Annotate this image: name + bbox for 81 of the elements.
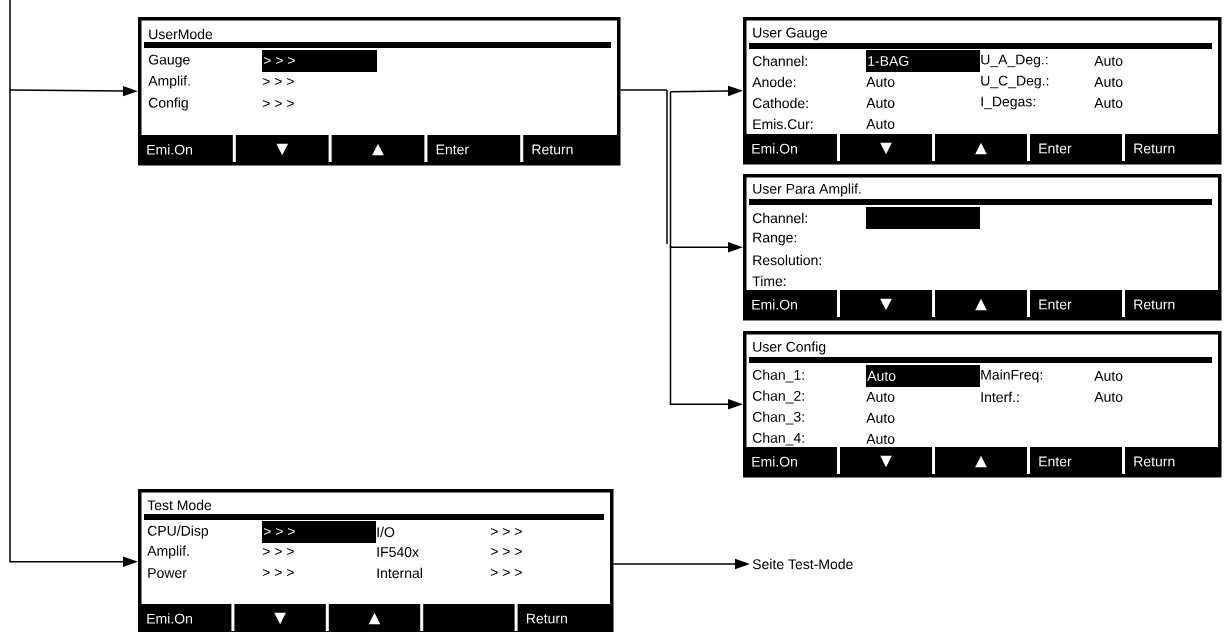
- field-text: Range:: [753, 232, 797, 246]
- connector-line: [666, 89, 668, 245]
- highlighted-field: > > >: [262, 50, 377, 72]
- field-text: > > >: [490, 547, 522, 556]
- field-text: Interf.:: [981, 391, 1019, 403]
- softkey-button: ▼: [840, 290, 932, 317]
- softkey-button: Enter: [1030, 134, 1122, 161]
- field-text: Auto: [866, 119, 895, 129]
- field-text: Auto: [866, 392, 895, 402]
- softkey-button: ▲: [935, 134, 1027, 161]
- field-text: Resolution:: [753, 254, 821, 266]
- field-text: Config: [148, 97, 188, 111]
- softkey-button: ▼: [840, 447, 932, 474]
- connector-line: [619, 89, 668, 91]
- field-text: Time:: [752, 275, 786, 287]
- field-text: Auto: [1094, 56, 1123, 66]
- field-text: Gauge: [148, 54, 190, 68]
- softkey-button: ▼: [840, 134, 932, 161]
- field-text: Auto: [866, 77, 895, 87]
- softkey-button: Return: [1125, 290, 1218, 317]
- field-text: Auto: [1094, 77, 1123, 87]
- softkey-button: ▼: [234, 604, 326, 631]
- page-reference-text: Seite Test-Mode: [752, 558, 853, 570]
- field-text: U_A_Deg.:: [981, 54, 1048, 68]
- field-text: Chan_3:: [752, 411, 804, 425]
- connector-line: [9, 0, 11, 91]
- highlighted-field: 1-BAG: [866, 50, 980, 72]
- screen-title: User Para Amplif.: [753, 183, 861, 197]
- field-text: > > >: [262, 568, 294, 577]
- softkey-button: ▲: [331, 135, 425, 162]
- field-text: > > >: [262, 77, 294, 86]
- field-text: Amplif.: [147, 545, 189, 559]
- field-text: Channel:: [752, 55, 807, 67]
- field-text: > > >: [262, 99, 294, 108]
- field-text: > > >: [490, 527, 522, 536]
- field-text: Cathode:: [752, 97, 808, 109]
- field-text: Auto: [1094, 392, 1123, 402]
- highlighted-field: > > >: [262, 521, 376, 543]
- field-text: Auto: [866, 98, 895, 108]
- field-text: Chan_1:: [752, 369, 804, 383]
- field-text: Auto: [1094, 371, 1123, 381]
- softkey-button: Return: [1125, 134, 1218, 161]
- screen-title: User Gauge: [753, 27, 828, 41]
- field-text: Amplif.: [148, 75, 190, 89]
- field-text: MainFreq:: [981, 369, 1042, 383]
- softkey-button: Enter: [1030, 447, 1122, 474]
- field-text: Anode:: [752, 76, 796, 88]
- field-text: Chan_2:: [752, 390, 804, 404]
- softkey-button: Enter: [1030, 290, 1122, 317]
- softkey-button: ▲: [935, 447, 1027, 474]
- field-text: > > >: [490, 568, 522, 577]
- field-text: IF540x: [377, 547, 419, 557]
- softkey-button: Return: [523, 135, 617, 162]
- softkey-button: Enter: [427, 135, 521, 162]
- field-text: U_C_Deg.:: [981, 75, 1049, 89]
- screen-title: User Config: [753, 341, 826, 355]
- field-text: Channel:: [752, 212, 807, 224]
- softkey-button: ▼: [235, 135, 329, 162]
- field-text: Auto: [866, 434, 895, 444]
- field-text: Internal: [377, 567, 422, 579]
- screen-title: Test Mode: [147, 499, 212, 511]
- softkey-button: Emi.On: [743, 134, 837, 161]
- softkey-button: ▲: [935, 290, 1027, 317]
- field-text: > > >: [262, 547, 294, 556]
- field-text: I_Degas:: [981, 96, 1035, 110]
- softkey-button: Emi.On: [743, 447, 837, 474]
- field-text: Chan_4:: [752, 432, 804, 446]
- softkey-button: Return: [1125, 447, 1218, 474]
- screen-title: UserMode: [149, 28, 213, 40]
- field-text: CPU/Disp: [147, 525, 209, 539]
- field-text: Power: [148, 568, 187, 578]
- softkey-button: Return: [517, 604, 610, 631]
- field-text: Auto: [866, 413, 895, 423]
- highlighted-field: Auto: [866, 365, 980, 387]
- softkey-button: Emi.On: [743, 290, 837, 317]
- softkey-button: ▲: [328, 604, 421, 631]
- field-text: Auto: [1094, 98, 1123, 108]
- field-text: I/O: [377, 526, 395, 538]
- softkey-button: Emi.On: [138, 604, 232, 631]
- softkey-button: Emi.On: [138, 135, 233, 162]
- field-text: Emis.Cur:: [753, 118, 813, 130]
